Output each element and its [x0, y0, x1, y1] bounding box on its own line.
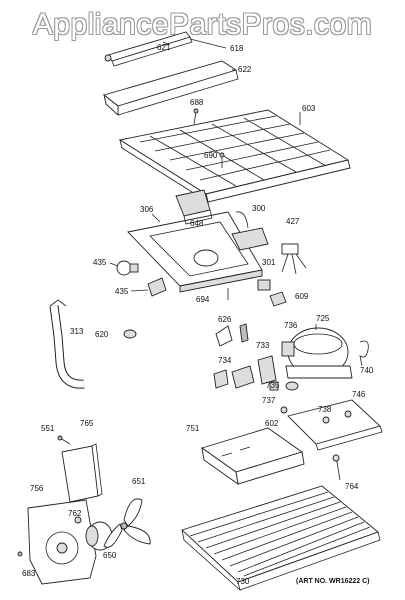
label-762: 762 [68, 509, 82, 518]
timer-part-300 [231, 211, 269, 251]
label-737: 737 [262, 396, 276, 405]
label-746: 746 [352, 390, 366, 399]
label-751: 751 [186, 424, 200, 433]
label-733: 733 [256, 341, 270, 350]
relay-part-736 [281, 341, 295, 357]
label-313: 313 [70, 327, 84, 336]
leader-435a [109, 262, 119, 267]
label-736: 736 [284, 321, 298, 330]
fan-bracket-part-756 [27, 499, 97, 585]
screw-part-688 [193, 108, 199, 125]
grommet-part-762 [74, 516, 82, 524]
label-734: 734 [218, 356, 232, 365]
label-650: 650 [103, 551, 117, 560]
clip-part-626 [215, 323, 249, 347]
label-730: 730 [236, 577, 250, 586]
clip-part-764 [332, 454, 341, 481]
label-620: 620 [95, 330, 109, 339]
label-626: 626 [218, 315, 232, 324]
light-socket-part-435 [147, 277, 167, 297]
screw-part-690 [219, 152, 225, 168]
label-301: 301 [262, 258, 276, 267]
screw-part-683 [17, 551, 23, 557]
drain-pan-part-751 [200, 427, 305, 485]
fan-blade-part-651 [103, 498, 151, 548]
light-shield-part-622 [103, 60, 239, 117]
label-688: 688 [190, 98, 204, 107]
label-306: 306 [140, 205, 154, 214]
label-603: 603 [302, 104, 316, 113]
label-765: 765 [80, 419, 94, 428]
label-756: 756 [30, 484, 44, 493]
screw-part-551 [57, 435, 71, 445]
label-602: 602 [265, 419, 279, 428]
watermark-logo: AppliancePartsPros.com [32, 8, 373, 41]
art-number: (ART NO. WR16222 C) [296, 578, 370, 585]
label-435-bulb: 435 [93, 258, 107, 267]
label-551: 551 [41, 424, 55, 433]
clip-part-609 [269, 291, 287, 307]
cover-part-734 [213, 365, 255, 389]
grommet-part-620 [123, 329, 137, 339]
drain-tube-part-313 [49, 299, 85, 389]
label-690: 690 [204, 151, 218, 160]
label-740: 740 [360, 366, 374, 375]
label-738: 738 [318, 405, 332, 414]
top-shelf-part-603 [118, 109, 351, 203]
leader-435b [130, 289, 149, 292]
label-427: 427 [286, 217, 300, 226]
label-694: 694 [196, 295, 210, 304]
insulation-part-765 [61, 443, 103, 503]
capacitor-part-301 [257, 279, 271, 291]
mounting-plate-part-746 [287, 399, 383, 451]
compressor-part-725 [285, 327, 353, 379]
control-housing-part-306 [127, 211, 263, 293]
label-725: 725 [316, 314, 330, 323]
label-651: 651 [132, 477, 146, 486]
label-618: 618 [230, 44, 244, 53]
thermostat-part-648 [175, 189, 213, 225]
leader-306 [151, 213, 161, 223]
label-435-socket: 435 [115, 287, 129, 296]
overload-part-733 [257, 355, 277, 385]
label-764: 764 [345, 482, 359, 491]
leader-621 [162, 41, 171, 46]
harness-part-427 [281, 243, 307, 275]
leader-618 [189, 38, 227, 49]
clip-part-602 [280, 406, 288, 414]
power-cord-part-740 [359, 340, 369, 367]
light-bulb-part-435 [116, 260, 139, 276]
label-622: 622 [238, 65, 252, 74]
label-735: 735 [266, 381, 280, 390]
label-609: 609 [295, 292, 309, 301]
condenser-coil-part-730 [181, 485, 381, 592]
clip-part-735 [269, 381, 279, 391]
label-300: 300 [252, 204, 266, 213]
label-683: 683 [22, 569, 36, 578]
grommet-part-737 [285, 381, 299, 391]
light-housing-part-621 [104, 31, 193, 67]
label-621: 621 [157, 43, 171, 52]
label-648: 648 [190, 219, 204, 228]
